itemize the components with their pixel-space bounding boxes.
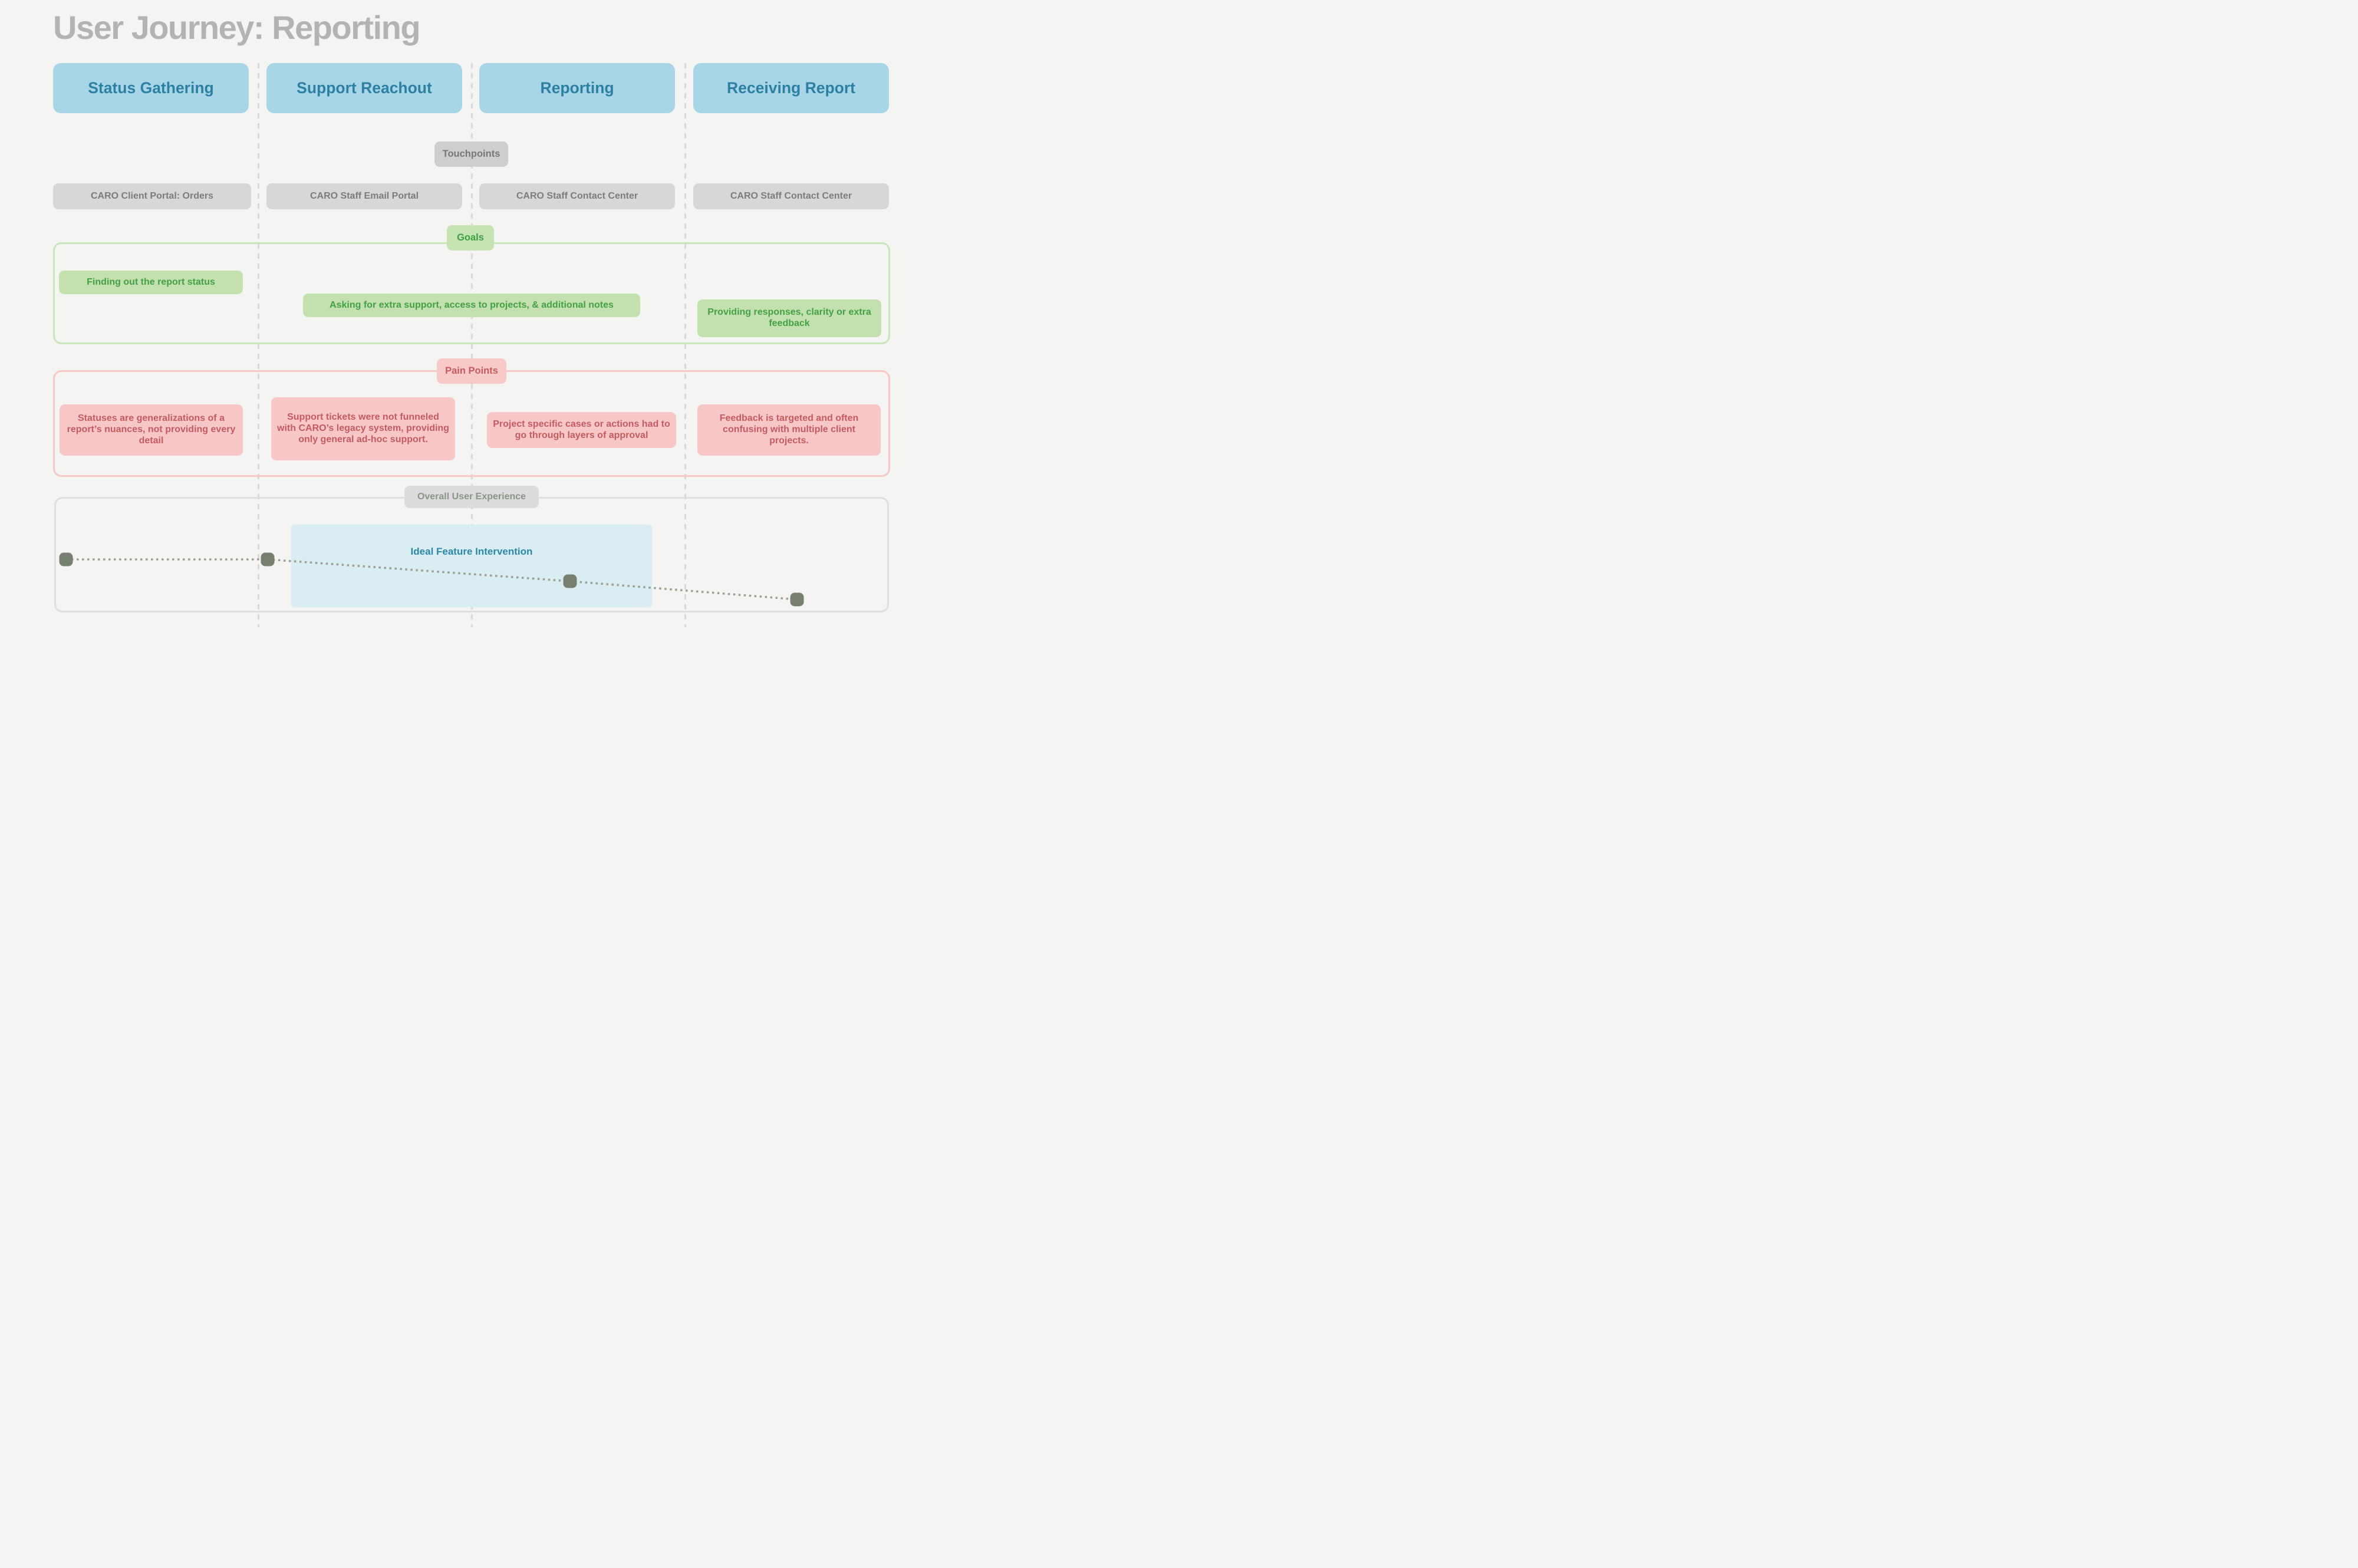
pain-point-approval-layers: Project specific cases or actions had to… [487,412,676,448]
user-journey-map: User Journey: Reporting Status Gathering… [0,0,943,627]
experience-trend-line [66,558,798,601]
stage-header-reporting: Reporting [479,63,675,113]
pain-point-feedback-confusing: Feedback is targeted and often confusing… [697,404,881,456]
touchpoints-section-label: Touchpoints [434,141,508,167]
goals-section-label: Goals [447,225,494,251]
pain-points-section-label: Pain Points [437,358,506,384]
stage-header-receiving-report: Receiving Report [693,63,889,113]
column-divider-2 [471,63,473,627]
stage-header-support-reachout: Support Reachout [266,63,462,113]
ideal-feature-intervention-box: Ideal Feature Intervention [291,525,652,607]
ideal-feature-intervention-label: Ideal Feature Intervention [410,546,533,557]
experience-marker [563,574,577,588]
experience-marker [261,552,275,566]
experience-marker [59,552,73,566]
goal-extra-support: Asking for extra support, access to proj… [303,294,640,317]
experience-marker [790,592,804,607]
stage-header-status-gathering: Status Gathering [53,63,249,113]
pain-point-statuses: Statuses are generalizations of a report… [60,404,243,456]
column-divider-1 [258,63,259,627]
touchpoint-staff-email-portal: CARO Staff Email Portal [266,183,462,209]
pain-point-support-tickets: Support tickets were not funneled with C… [271,397,455,460]
overall-experience-section-label: Overall User Experience [404,486,539,508]
touchpoint-staff-contact-center-1: CARO Staff Contact Center [479,183,675,209]
page-title: User Journey: Reporting [53,9,421,46]
touchpoint-client-portal: CARO Client Portal: Orders [53,183,251,209]
experience-curve [59,552,804,607]
goal-report-status: Finding out the report status [59,271,243,294]
goal-providing-responses: Providing responses, clarity or extra fe… [697,299,881,337]
touchpoint-staff-contact-center-2: CARO Staff Contact Center [693,183,889,209]
column-divider-3 [684,63,686,627]
